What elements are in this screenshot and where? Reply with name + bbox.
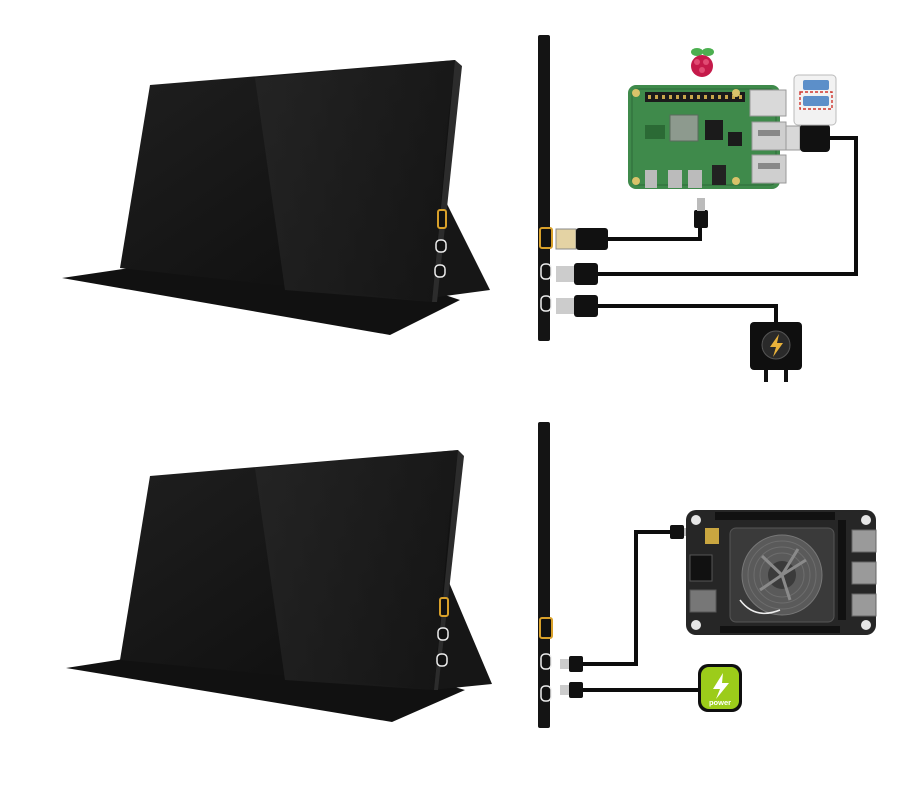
monitor-perspective-bottom [66,450,492,722]
usb-c-plug-icon [556,298,574,314]
usb-c-port-icon [434,264,446,278]
hdmi-port-icon [439,597,449,617]
hdmi-port-icon [437,209,447,229]
power-badge: power [698,664,742,712]
hdmi-port-icon [539,617,553,639]
raspberry-pi-logo-icon [691,48,714,77]
plugs-bottom [560,525,692,698]
power-cable [596,304,778,324]
lightning-icon [770,334,783,357]
usb-port-callout [793,74,837,126]
usb-c-port-icon [540,653,552,670]
raspberry-pi-board [628,85,787,189]
usb-c-port-icon [540,263,552,280]
power-adapter [750,322,802,382]
cables-top [596,136,858,324]
cooling-fan-icon [729,527,835,623]
usb-c-plug-icon [556,266,574,282]
usb-c-port-icon [437,627,449,641]
usb-c-cable [580,530,672,666]
hdmi-plug-icon [555,228,577,250]
hdmi-cable [606,226,702,241]
usb-c-port-icon [436,653,448,667]
hdmi-port-icon [539,227,553,249]
usb-c-port-icon [540,685,552,702]
usb-c-port-icon [540,295,552,312]
lightning-icon [713,673,729,699]
monitor-side-top [538,35,553,341]
power-label: power [709,698,731,707]
cables-bottom [580,530,700,692]
plugs-top [555,124,830,317]
sbc-board [686,510,877,635]
usb-c-port-icon [435,239,447,253]
monitor-side-bottom [538,422,553,728]
usb-c-plug-icon [560,659,570,669]
monitor-perspective-top [62,60,490,335]
usb-cable [596,136,858,276]
usb-c-plug-icon [560,685,570,695]
